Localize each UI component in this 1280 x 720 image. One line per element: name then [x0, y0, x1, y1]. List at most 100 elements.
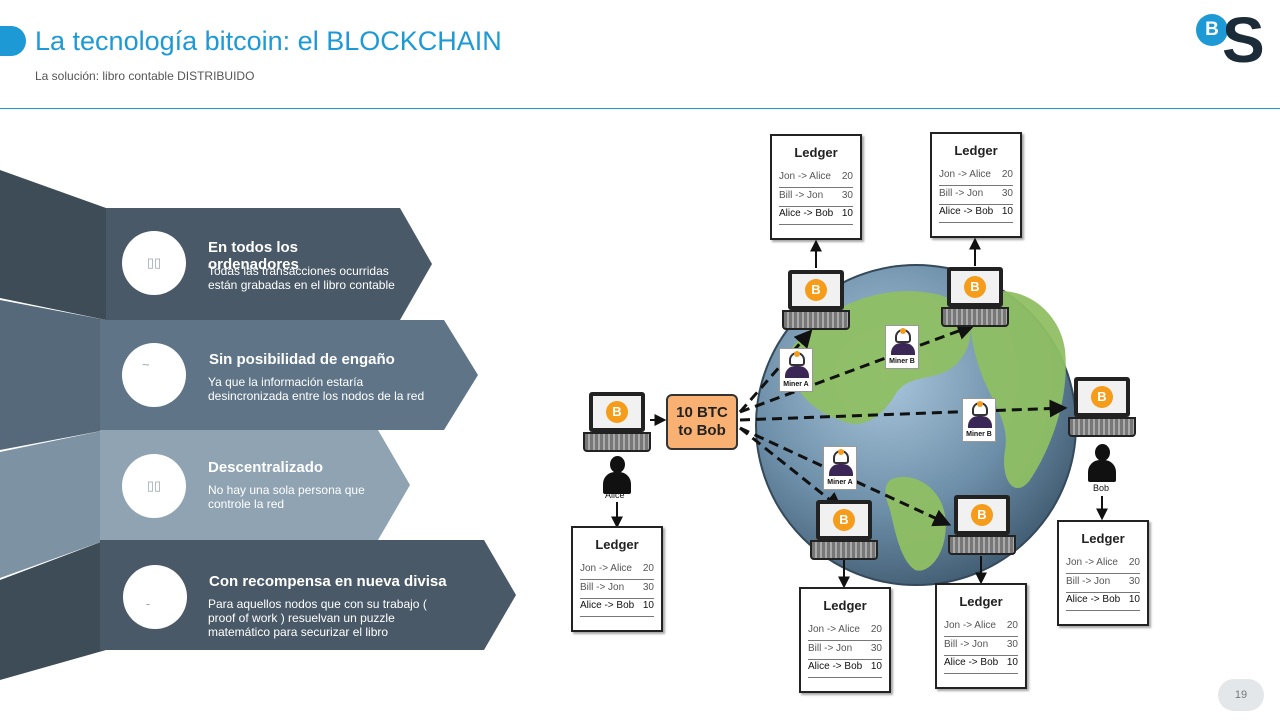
broadcast-bob [739, 399, 1068, 422]
ledger-title: Ledger [823, 598, 867, 613]
ledger-row-label: Jon -> Alice [939, 169, 991, 180]
ledger-title: Ledger [794, 145, 838, 160]
bitcoin-icon: B [964, 276, 986, 298]
broadcast-bottom-left [739, 426, 843, 511]
ledger-row-label: Alice -> Bob [779, 208, 834, 219]
funnel-back-2 [0, 300, 106, 450]
ledger-title: Ledger [1081, 531, 1125, 546]
page-subtitle: La solución: libro contable DISTRIBUIDO [35, 69, 255, 83]
ledger-top-left: Ledger Jon -> Alice 20 Bill -> Jon 30 Alic… [770, 134, 862, 240]
ledger-row-label: Bill -> Jon [939, 188, 984, 199]
miner-a-bottom: Miner A [823, 446, 857, 490]
alice-person-icon [601, 456, 633, 496]
ledger-top-right: Ledger Jon -> Alice 20 Bill -> Jon 30 Alic… [930, 132, 1022, 238]
wedge-4 [100, 540, 516, 650]
step-4-text: Para aquellos nodos que con su trabajo (… [208, 597, 427, 639]
miner-label: Miner B [966, 431, 992, 438]
step-1-title: En todos los ordenadores [208, 239, 299, 273]
ledger-row-value: 10 [1006, 657, 1018, 668]
ledger-title: Ledger [954, 143, 998, 158]
alice-label: Alice [605, 490, 625, 500]
funnel-back-1 [0, 170, 106, 320]
ledger-row-value: 30 [1128, 576, 1140, 587]
broadcast-top-left [738, 329, 813, 413]
bitcoin-icon: B [606, 401, 628, 423]
wedge-1 [106, 208, 432, 320]
wedge-2 [100, 320, 478, 430]
logo-s-letter: S [1222, 4, 1265, 76]
miner-lamp-icon [838, 449, 844, 455]
ledger-row-value: 20 [642, 563, 654, 574]
ledger-row-label: Jon -> Alice [580, 563, 632, 574]
miner-b-top: Miner B [885, 325, 919, 369]
ledger-row: Jon -> Alice 20 [580, 563, 654, 580]
ledger-row-label: Jon -> Alice [1066, 557, 1118, 568]
ledger-row: Jon -> Alice 20 [779, 171, 853, 188]
step-1-icon: ▯▯ [122, 231, 186, 295]
ledger-row: Jon -> Alice 20 [1066, 557, 1140, 574]
ledger-row-value: 10 [841, 208, 853, 219]
continent-south-america [885, 476, 946, 571]
miner-label: Miner A [827, 479, 853, 486]
step-4-icon: - [123, 565, 187, 629]
bitcoin-icon: B [971, 504, 993, 526]
ledger-title: Ledger [595, 537, 639, 552]
bob-person-icon [1086, 444, 1118, 484]
miner-lamp-icon [900, 328, 906, 334]
blockchain-network-diagram: Ledger Jon -> Alice 20 Bill -> Jon 30 Alic… [560, 120, 1200, 710]
ledger-row-value: 30 [841, 190, 853, 201]
transaction-box: 10 BTC to Bob [666, 394, 738, 450]
ledger-row-value: 20 [1128, 557, 1140, 568]
ledger-row-label: Alice -> Bob [939, 206, 994, 217]
miner-lamp-icon [794, 351, 800, 357]
laptop-node-bottom-right: B [948, 495, 1016, 557]
ledger-title: Ledger [959, 594, 1003, 609]
title-accent-pill [0, 26, 26, 56]
step-3-icon: ▯▯ [122, 454, 186, 518]
ledger-row-value: 30 [1006, 639, 1018, 650]
ledger-row-value: 10 [870, 661, 882, 672]
wedge-3 [100, 430, 410, 540]
step-2-text: Ya que la información estaría desincroni… [208, 375, 425, 403]
ledger-row-label: Jon -> Alice [779, 171, 831, 182]
ledger-row: Alice -> Bob 10 [779, 208, 853, 225]
bitcoin-icon: B [833, 509, 855, 531]
ledger-row-label: Bill -> Jon [580, 582, 625, 593]
page-number: 19 [1218, 679, 1264, 711]
ledger-row: Bill -> Jon 30 [779, 190, 853, 207]
miner-b-right: Miner B [962, 398, 996, 442]
ledger-row-value: 30 [1001, 188, 1013, 199]
continent-europe-africa [970, 291, 1066, 489]
ledger-row-value: 20 [841, 171, 853, 182]
funnel-back-4 [0, 540, 106, 680]
ledger-row: Jon -> Alice 20 [939, 169, 1013, 186]
step-3-title: Descentralizado [208, 459, 324, 476]
laptop-node-bottom-left: B [810, 500, 878, 562]
bitcoin-icon: B [805, 279, 827, 301]
ledger-row-label: Bill -> Jon [808, 643, 853, 654]
miner-label: Miner A [783, 381, 809, 388]
ledger-row-label: Jon -> Alice [808, 624, 860, 635]
bitcoin-icon: B [1091, 386, 1113, 408]
ledger-row-label: Bill -> Jon [779, 190, 824, 201]
broadcast-top-right [739, 322, 976, 414]
ledger-row-label: Alice -> Bob [580, 600, 635, 611]
step-2-icon: ~ [122, 343, 186, 407]
ledger-row: Bill -> Jon 30 [939, 188, 1013, 205]
ledger-row-value: 20 [1001, 169, 1013, 180]
step-2-title: Sin posibilidad de engaño [209, 351, 395, 368]
ledger-row-value: 20 [1006, 620, 1018, 631]
steps-funnel [0, 170, 516, 680]
ledger-row-value: 10 [1001, 206, 1013, 217]
